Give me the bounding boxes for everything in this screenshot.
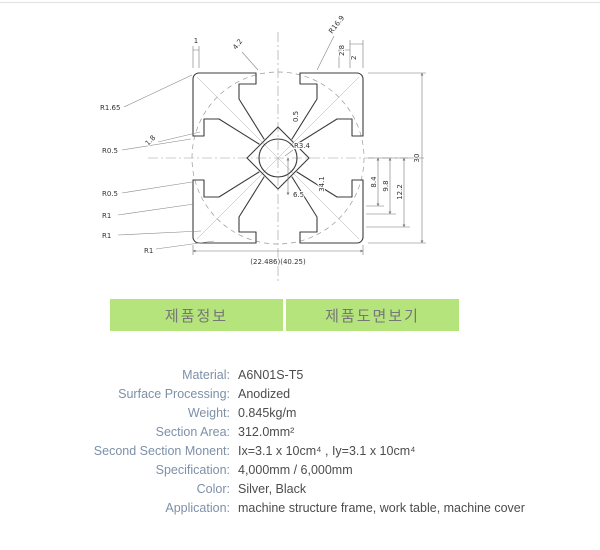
top-divider	[0, 2, 600, 3]
dimension-labels: 1 4.2 R16.9 2 2.8 R1.65 R0.5 1.8 0.5 R3.…	[99, 13, 422, 267]
spec-row-color: Color: Silver, Black	[0, 480, 600, 499]
dim-label: 1.8	[144, 134, 158, 148]
dim-label: R3.4	[294, 142, 311, 150]
dim-label: R0.5	[102, 190, 118, 198]
spec-row-material: Material: A6N01S-T5	[0, 366, 600, 385]
t-slot-left	[192, 118, 260, 198]
spec-value: Ix=3.1 x 10cm⁴ , Iy=3.1 x 10cm⁴	[238, 444, 416, 458]
dim-label-reference-width: (22.486)(40.25)	[250, 258, 306, 266]
dim-label: R1	[102, 212, 111, 220]
spec-label: Color:	[196, 482, 230, 496]
t-slot-top	[238, 72, 318, 140]
spec-row-section-area: Section Area: 312.0mm²	[0, 423, 600, 442]
spec-row-specification: Specification: 4,000mm / 6,000mm	[0, 461, 600, 480]
core-diamond	[246, 126, 310, 190]
spec-row-surface-processing: Surface Processing: Anodized	[0, 385, 600, 404]
dashed-pitch-circle	[191, 71, 365, 245]
spec-label: Specification:	[155, 463, 230, 477]
dim-label: R1.65	[100, 104, 120, 112]
dim-label: 0.5	[292, 111, 300, 122]
dim-label: 30	[413, 154, 421, 163]
outer-square	[192, 72, 364, 244]
spec-value: machine structure frame, work table, mac…	[238, 501, 525, 515]
dim-label: R1	[102, 232, 111, 240]
spec-value: Silver, Black	[238, 482, 307, 496]
spec-value: 0.845kg/m	[238, 406, 297, 420]
profile-cross-section-svg: 1 4.2 R16.9 2 2.8 R1.65 R0.5 1.8 0.5 R3.…	[99, 13, 426, 284]
spec-value: 4,000mm / 6,000mm	[238, 463, 353, 477]
t-slot-bottom	[238, 176, 318, 244]
tab-bar: 제품정보 제품도면보기	[110, 299, 459, 331]
dim-label: 1	[194, 37, 198, 45]
spec-value: A6N01S-T5	[238, 368, 304, 382]
spec-label: Section Area:	[155, 425, 230, 439]
diagonal-construction-lines	[196, 76, 360, 240]
tab-product-drawing[interactable]: 제품도면보기	[286, 299, 459, 331]
dimension-lines	[192, 40, 426, 255]
spec-value: 312.0mm²	[238, 425, 295, 439]
spec-table: Material: A6N01S-T5 Surface Processing: …	[0, 366, 600, 518]
dim-label: 34.1	[318, 176, 326, 192]
spec-row-second-section-moment: Second Section Monent: Ix=3.1 x 10cm⁴ , …	[0, 442, 600, 461]
dim-label: 2	[350, 56, 358, 60]
spec-value: Anodized	[238, 387, 291, 401]
spec-row-application: Application: machine structure frame, wo…	[0, 499, 600, 518]
spec-label: Material:	[182, 368, 230, 382]
spec-label: Second Section Monent:	[93, 444, 230, 458]
tab-product-info[interactable]: 제품정보	[110, 299, 283, 331]
spec-row-weight: Weight: 0.845kg/m	[0, 404, 600, 423]
dim-label: 12.2	[396, 184, 404, 200]
spec-label: Weight:	[187, 406, 230, 420]
product-drawing: 1 4.2 R16.9 2 2.8 R1.65 R0.5 1.8 0.5 R3.…	[88, 6, 460, 298]
dim-label: 2.8	[338, 45, 346, 56]
dim-label: 4.2	[231, 38, 244, 52]
dim-label: R1	[144, 247, 153, 255]
profile-outline	[192, 72, 364, 244]
spec-label: Application:	[165, 501, 230, 515]
spec-label: Surface Processing:	[118, 387, 230, 401]
dim-label: 8.4	[370, 176, 378, 188]
leader-lines	[117, 35, 335, 250]
dim-label: R16.9	[327, 14, 346, 35]
dim-label: R0.5	[102, 147, 118, 155]
center-hole	[258, 138, 298, 178]
dim-label: 9.8	[382, 180, 390, 191]
dim-label: 6.5	[293, 191, 304, 199]
t-slot-right	[296, 118, 364, 198]
